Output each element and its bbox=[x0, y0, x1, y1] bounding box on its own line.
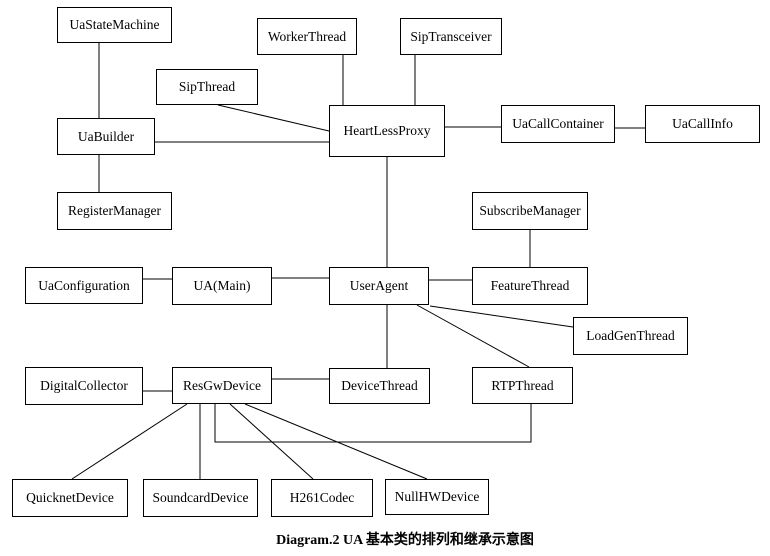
edge-sip-thread-heart-less-proxy bbox=[217, 104, 330, 132]
node-label: SoundcardDevice bbox=[152, 490, 249, 505]
node-label: SipThread bbox=[178, 79, 236, 94]
node-res-gw-device: ResGwDevice bbox=[172, 367, 272, 404]
node-label: UaBuilder bbox=[77, 128, 135, 144]
node-label: UaStateMachine bbox=[69, 17, 160, 32]
node-digital-collector: DigitalCollector bbox=[25, 367, 143, 405]
node-subscribe-manager: SubscribeManager bbox=[472, 192, 588, 230]
node-ua-state-machine: UaStateMachine bbox=[57, 7, 172, 43]
node-null-hw-device: NullHWDevice bbox=[385, 479, 489, 515]
node-label: QuicknetDevice bbox=[26, 490, 114, 505]
node-label: DigitalCollector bbox=[40, 378, 128, 393]
node-device-thread: DeviceThread bbox=[329, 368, 430, 404]
node-label: ResGwDevice bbox=[183, 377, 261, 393]
node-label: UserAgent bbox=[349, 278, 409, 293]
node-label: DeviceThread bbox=[341, 378, 418, 393]
node-label: UaCallContainer bbox=[512, 116, 604, 131]
edge-res-gw-device-null-hw-device bbox=[244, 403, 428, 480]
node-label: UA(Main) bbox=[193, 278, 251, 293]
node-ua-configuration: UaConfiguration bbox=[25, 267, 143, 304]
node-label: H261Codec bbox=[289, 490, 355, 505]
node-label: RTPThread bbox=[491, 377, 554, 393]
edge-res-gw-device-h261-codec bbox=[229, 403, 314, 480]
node-register-manager: RegisterManager bbox=[57, 192, 172, 230]
edge-user-agent-rtp-thread bbox=[416, 304, 530, 368]
node-sip-thread: SipThread bbox=[156, 69, 258, 105]
node-load-gen-thread: LoadGenThread bbox=[573, 317, 688, 355]
node-sip-transceiver: SipTransceiver bbox=[400, 18, 502, 55]
node-ua-call-container: UaCallContainer bbox=[501, 105, 615, 143]
node-heart-less-proxy: HeartLessProxy bbox=[329, 105, 445, 157]
node-label: HeartLessProxy bbox=[343, 123, 431, 138]
node-h261-codec: H261Codec bbox=[271, 479, 373, 517]
node-label: FeatureThread bbox=[490, 278, 570, 293]
diagram-caption: Diagram.2 UA 基本类的排列和继承示意图 bbox=[276, 533, 534, 548]
node-label: RegisterManager bbox=[68, 203, 161, 218]
node-label: LoadGenThread bbox=[586, 328, 675, 343]
node-label: NullHWDevice bbox=[394, 489, 480, 504]
node-ua-builder: UaBuilder bbox=[57, 118, 155, 155]
edge-user-agent-load-gen-thread bbox=[429, 305, 574, 328]
node-feature-thread: FeatureThread bbox=[472, 267, 588, 305]
node-rtp-thread: RTPThread bbox=[472, 367, 573, 404]
node-soundcard-device: SoundcardDevice bbox=[143, 479, 258, 517]
node-user-agent: UserAgent bbox=[329, 267, 429, 305]
node-label: UaCallInfo bbox=[672, 116, 733, 131]
node-label: WorkerThread bbox=[267, 28, 347, 44]
edge-res-gw-device-rtp-thread bbox=[214, 404, 532, 443]
node-quicknet-device: QuicknetDevice bbox=[12, 479, 128, 517]
node-label: SubscribeManager bbox=[479, 203, 581, 218]
node-label: UaConfiguration bbox=[38, 277, 130, 293]
node-ua-main: UA(Main) bbox=[172, 267, 272, 305]
node-label: SipTransceiver bbox=[410, 28, 492, 44]
node-ua-call-info: UaCallInfo bbox=[645, 105, 760, 143]
node-worker-thread: WorkerThread bbox=[257, 18, 357, 55]
edge-res-gw-device-quicknet-device bbox=[71, 403, 188, 480]
